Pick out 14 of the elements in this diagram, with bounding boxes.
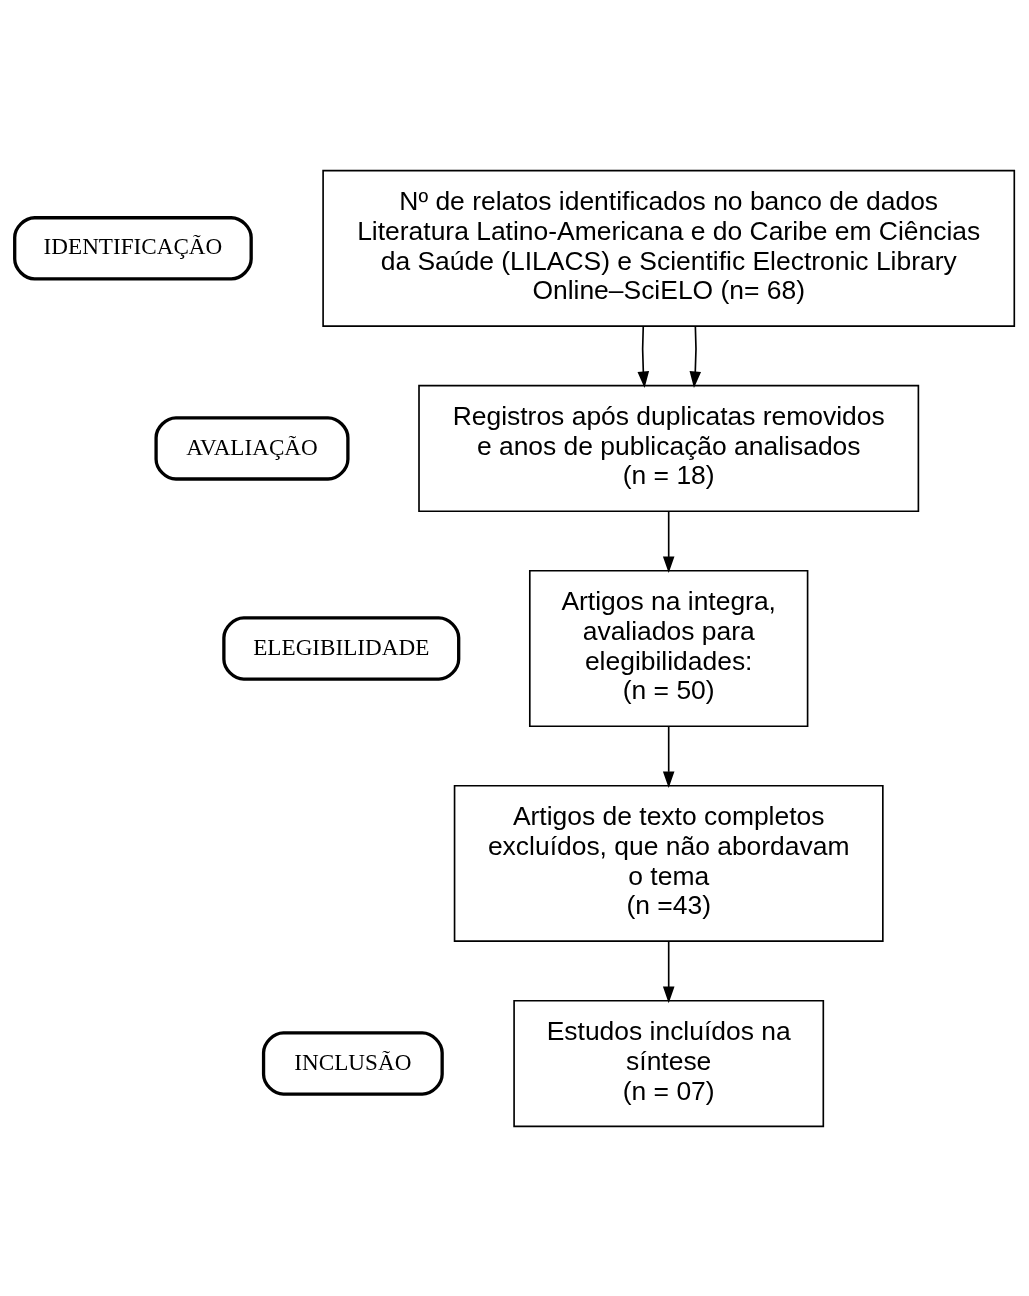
node-box: IDENTIFICAÇÃO bbox=[13, 215, 253, 281]
arrow bbox=[662, 939, 675, 1003]
node-box: ELEGIBILIDADE bbox=[222, 615, 461, 681]
arrow bbox=[689, 324, 702, 388]
arrow bbox=[637, 324, 650, 388]
arrow bbox=[662, 725, 675, 788]
node-box: Nº de relatos identificados no banco de dados Literatura Latino-Americana e do Caribe em Ciências da Saúde (LILACS) e Scientific Electronic Library Online–SciELO (n= 68) bbox=[322, 169, 1016, 327]
node-box: AVALIAÇÃO bbox=[154, 415, 350, 481]
node-box: Artigos de texto completos excluídos, que não abordavam o tema (n =43) bbox=[453, 784, 884, 942]
arrow bbox=[662, 509, 675, 573]
node-box: INCLUSÃO bbox=[261, 1030, 444, 1096]
node-box: Registros após duplicatas removidos e anos de publicação analisados (n = 18) bbox=[418, 384, 920, 512]
node-box: Estudos incluídos na síntese (n = 07) bbox=[513, 999, 825, 1127]
node-box: Artigos na integra, avaliados para elegibilidades: (n = 50) bbox=[528, 569, 809, 727]
